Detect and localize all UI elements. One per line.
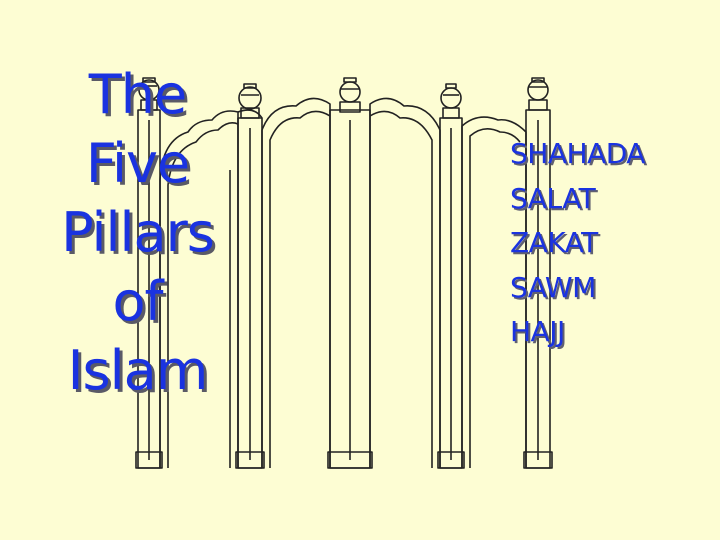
pillar-5 — [523, 77, 553, 469]
list-item-zakat: ZAKAT — [510, 226, 598, 259]
list-item-salat: SALAT — [510, 181, 596, 215]
pillar-3 — [327, 77, 373, 469]
list-item-sawm: SAWM — [510, 270, 596, 304]
list-item-hajj: HAJJ — [510, 315, 565, 348]
arch-1 — [159, 110, 239, 468]
arch-2 — [261, 97, 331, 468]
title-line-4: of — [112, 270, 163, 333]
slide-title: The Five Pillars of Islam — [30, 60, 245, 405]
title-line-2: Five — [85, 132, 190, 195]
pillar-2 — [235, 83, 265, 469]
list-item-shahada: SHAHADA — [510, 137, 645, 170]
title-line-5: Islam — [67, 339, 209, 402]
title-line-1: The — [88, 63, 187, 126]
title-line-3: Pillars — [61, 201, 215, 264]
pillar-1 — [135, 77, 163, 469]
pillars-list: SHAHADA SALAT ZAKAT SAWM HAJJ — [510, 132, 645, 355]
pillar-4 — [437, 83, 465, 469]
arch-3 — [461, 116, 527, 468]
